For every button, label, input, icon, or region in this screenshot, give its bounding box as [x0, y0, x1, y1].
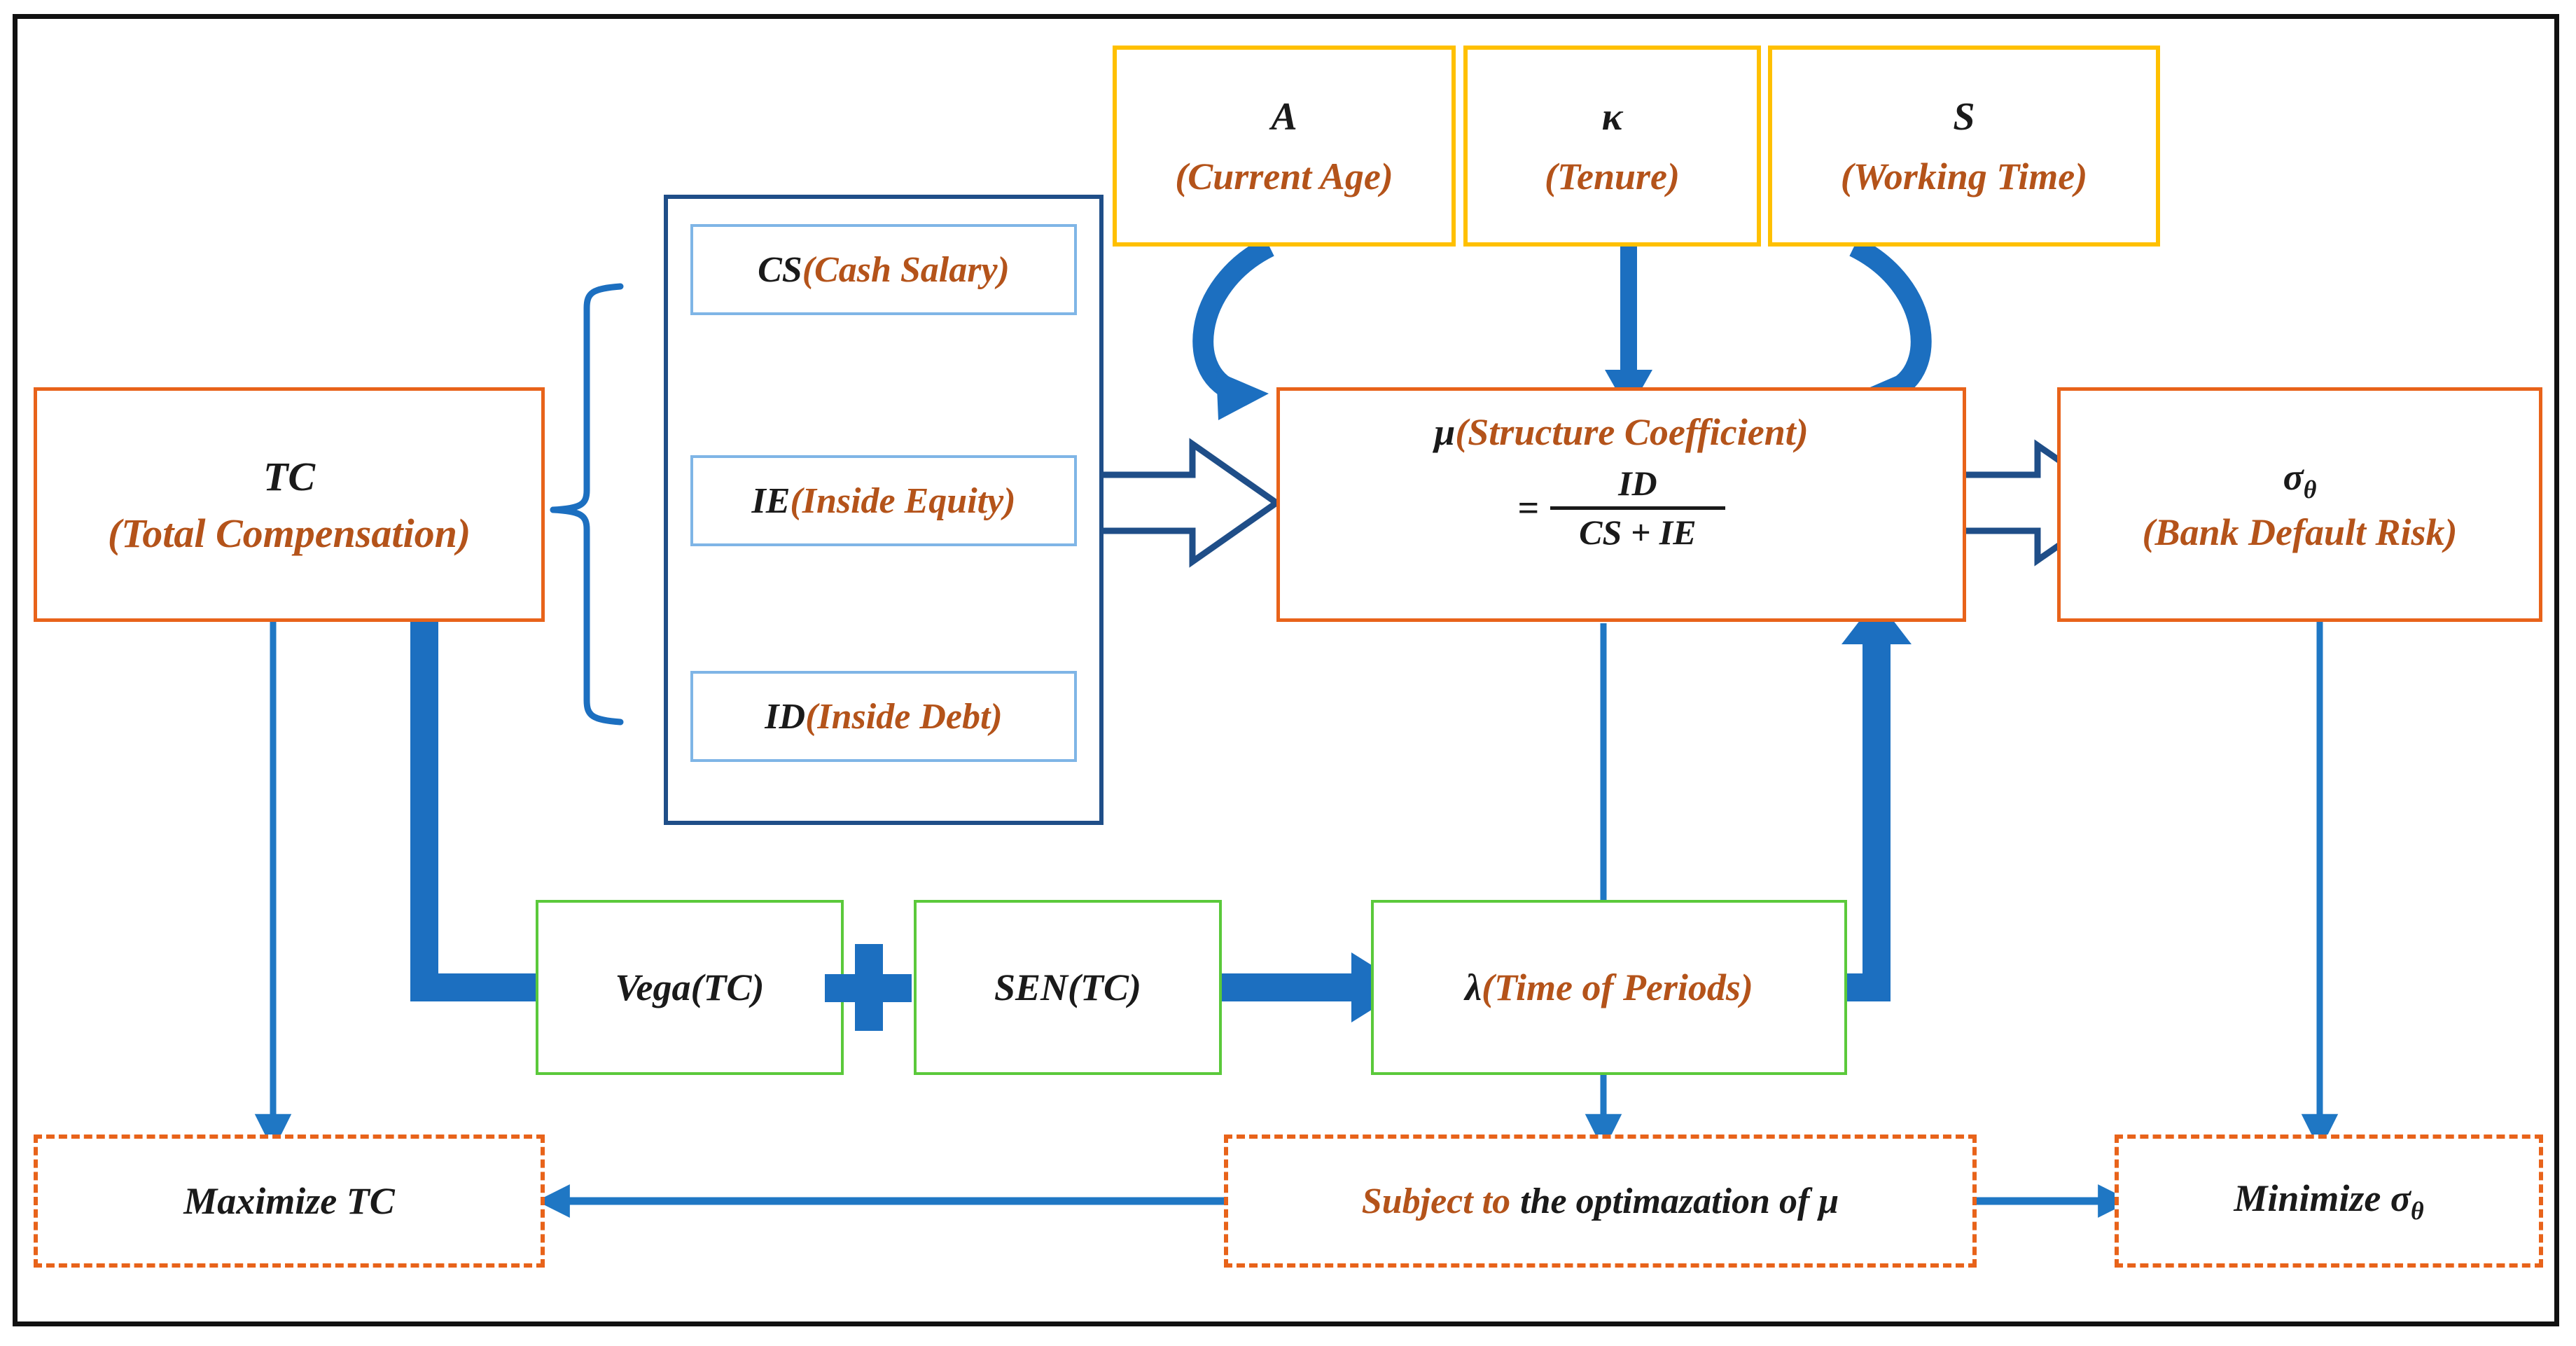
- working-time-description: (Working Time): [1840, 155, 2088, 197]
- mu-formula-numerator: ID: [1618, 464, 1657, 503]
- mu-description: (Structure Coefficient): [1455, 411, 1809, 453]
- node-working-time[interactable]: S (Working Time): [1768, 46, 2160, 247]
- node-sen[interactable]: SEN(TC): [914, 900, 1222, 1075]
- minimize-sigma-subscript: θ: [2410, 1196, 2424, 1225]
- node-maximize-tc[interactable]: Maximize TC: [34, 1135, 545, 1268]
- subject-to-label-dark: the optimazation of μ: [1520, 1181, 1839, 1221]
- node-inside-debt[interactable]: ID (Inside Debt): [690, 671, 1077, 762]
- node-minimize-sigma[interactable]: Minimize σθ: [2115, 1135, 2543, 1268]
- lambda-symbol: λ: [1465, 966, 1482, 1008]
- working-time-symbol: S: [1953, 95, 1975, 139]
- id-description: (Inside Debt): [805, 696, 1003, 737]
- tc-description: (Total Compensation): [107, 510, 471, 556]
- mu-formula-denominator: CS + IE: [1579, 512, 1697, 552]
- tenure-symbol: κ: [1601, 95, 1623, 139]
- tenure-description: (Tenure): [1544, 155, 1680, 197]
- sigma-symbol: σθ: [2283, 455, 2317, 504]
- lambda-description: (Time of Periods): [1482, 966, 1753, 1008]
- plus-operator: +: [825, 944, 912, 1031]
- age-description: (Current Age): [1175, 155, 1393, 197]
- node-lambda-periods[interactable]: λ(Time of Periods): [1371, 900, 1847, 1075]
- ie-description: (Inside Equity): [790, 480, 1016, 521]
- mu-symbol: μ: [1434, 411, 1456, 453]
- node-inside-equity[interactable]: IE (Inside Equity): [690, 455, 1077, 546]
- maximize-tc-label: Maximize TC: [183, 1180, 395, 1222]
- ie-symbol: IE: [751, 480, 791, 521]
- node-tenure[interactable]: κ (Tenure): [1463, 46, 1761, 247]
- node-structure-coefficient[interactable]: μ(Structure Coefficient) = ID CS + IE: [1276, 387, 1966, 622]
- node-bank-default-risk[interactable]: σθ (Bank Default Risk): [2057, 387, 2542, 622]
- sigma-subscript: θ: [2303, 475, 2317, 504]
- minimize-sigma-label: Minimize σθ: [2234, 1177, 2424, 1225]
- cs-symbol: CS: [758, 249, 802, 290]
- subject-to-label-brown: Subject to: [1361, 1181, 1511, 1221]
- id-symbol: ID: [765, 696, 806, 737]
- vega-label: Vega(TC): [615, 966, 765, 1008]
- age-symbol: A: [1271, 95, 1297, 139]
- node-total-compensation[interactable]: TC (Total Compensation): [34, 387, 545, 622]
- node-vega[interactable]: Vega(TC): [536, 900, 844, 1075]
- mu-formula: = ID CS + IE: [1517, 465, 1725, 550]
- sigma-description: (Bank Default Risk): [2142, 511, 2458, 554]
- node-cash-salary[interactable]: CS (Cash Salary): [690, 224, 1077, 315]
- plus-vertical-bar: [855, 944, 883, 1031]
- mu-formula-equals: =: [1517, 487, 1539, 529]
- fraction-bar: [1550, 506, 1725, 510]
- tc-symbol: TC: [263, 453, 316, 499]
- node-current-age[interactable]: A (Current Age): [1113, 46, 1456, 247]
- cs-description: (Cash Salary): [802, 249, 1010, 290]
- sen-label: SEN(TC): [994, 966, 1141, 1008]
